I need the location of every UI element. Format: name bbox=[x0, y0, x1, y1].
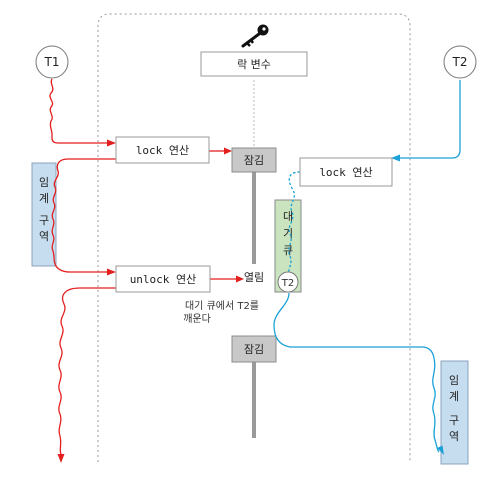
svg-text:기: 기 bbox=[283, 227, 293, 240]
t2-path bbox=[273, 80, 461, 453]
queued-thread-t2: T2 bbox=[277, 271, 299, 293]
lock-variable-box: 락 변수 bbox=[200, 51, 308, 77]
t1-arrowheads bbox=[57, 139, 244, 463]
svg-text:역: 역 bbox=[39, 230, 49, 243]
t2-arrowheads bbox=[391, 154, 444, 455]
lock-region-border bbox=[97, 13, 411, 462]
wakeup-note-line-2: 깨운다 bbox=[183, 313, 211, 325]
svg-text:역: 역 bbox=[449, 430, 459, 443]
state-unlocked: 열림 bbox=[244, 271, 264, 284]
svg-text:T2: T2 bbox=[281, 278, 294, 289]
t2-lock-operation: lock 연산 bbox=[299, 157, 393, 187]
lock-variable-label: 락 변수 bbox=[237, 58, 271, 71]
svg-text:계: 계 bbox=[39, 192, 49, 205]
key-icon bbox=[241, 24, 269, 48]
thread-t1: T1 bbox=[35, 45, 69, 79]
svg-text:큐: 큐 bbox=[283, 244, 293, 257]
svg-text:구: 구 bbox=[449, 414, 459, 427]
state-locked-2: 잠김 bbox=[231, 335, 277, 363]
svg-text:lock 연산: lock 연산 bbox=[136, 144, 189, 157]
svg-text:구: 구 bbox=[39, 214, 49, 227]
svg-text:대: 대 bbox=[283, 210, 293, 223]
state-locked-1: 잠김 bbox=[231, 147, 277, 173]
svg-text:T2: T2 bbox=[452, 55, 468, 69]
svg-text:계: 계 bbox=[449, 390, 459, 403]
t1-path bbox=[49, 78, 236, 455]
locked-bar-2 bbox=[252, 362, 256, 438]
t1-unlock-operation: unlock 연산 bbox=[115, 265, 211, 293]
locked-bar-1 bbox=[252, 172, 256, 264]
svg-text:임: 임 bbox=[39, 176, 49, 189]
thread-t2: T2 bbox=[443, 45, 477, 79]
svg-text:lock 연산: lock 연산 bbox=[319, 166, 372, 179]
svg-text:잠김: 잠김 bbox=[244, 154, 264, 167]
svg-text:T1: T1 bbox=[44, 55, 60, 69]
svg-text:unlock 연산: unlock 연산 bbox=[130, 273, 197, 286]
svg-text:임: 임 bbox=[449, 374, 459, 387]
critical-section-t2: 임 계 구 역 bbox=[440, 360, 469, 465]
svg-text:잠김: 잠김 bbox=[244, 343, 264, 356]
wakeup-note-line-1: 대기 큐에서 T2를 bbox=[185, 300, 259, 312]
t1-lock-operation: lock 연산 bbox=[115, 136, 210, 164]
